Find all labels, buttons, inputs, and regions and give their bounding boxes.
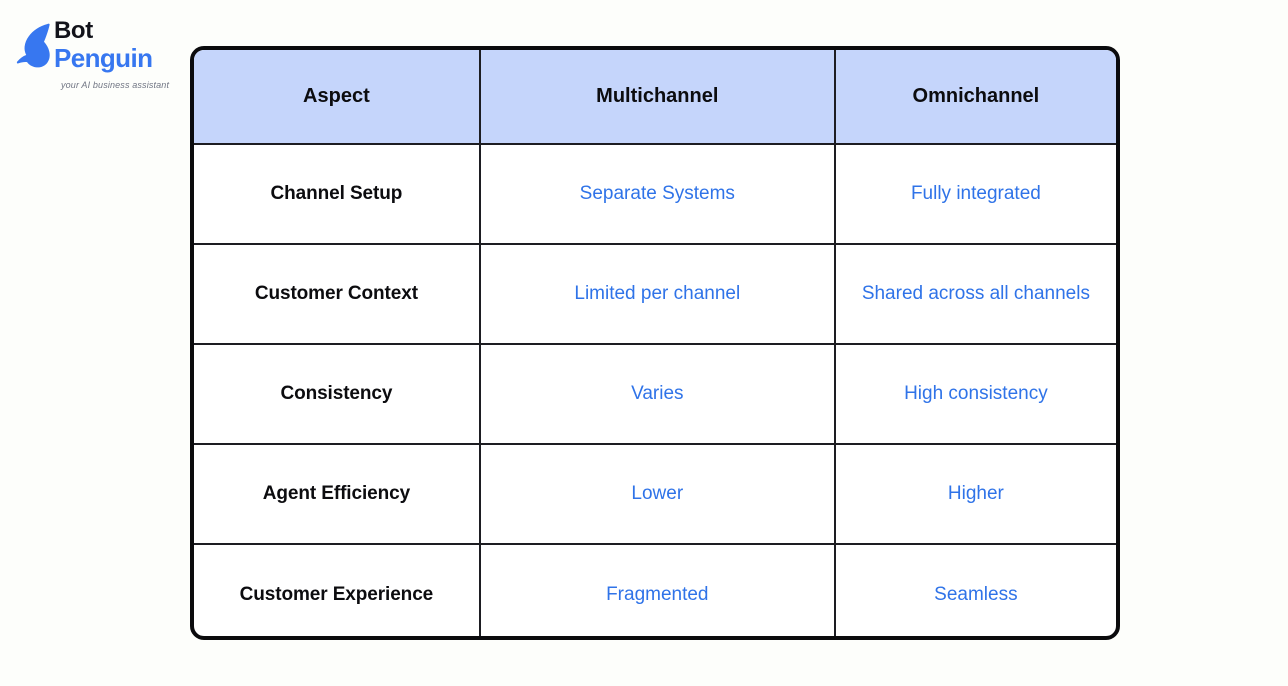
cell-aspect: Agent Efficiency <box>194 444 481 544</box>
column-header-multichannel: Multichannel <box>479 50 836 144</box>
comparison-table-container: Aspect Multichannel Omnichannel Channel … <box>190 46 1120 640</box>
column-header-omnichannel: Omnichannel <box>834 50 1116 144</box>
table-body: Channel Setup Separate Systems Fully int… <box>194 144 1116 636</box>
cell-aspect: Customer Context <box>194 244 481 344</box>
cell-multichannel: Limited per channel <box>479 244 836 344</box>
cell-multichannel: Fragmented <box>479 544 836 636</box>
brand-wordmark: Bot Penguin <box>54 17 153 73</box>
cell-omnichannel: Seamless <box>934 583 1018 605</box>
brand-logo: Bot Penguin your AI business assistant <box>14 17 174 90</box>
cell-aspect: Consistency <box>194 344 481 444</box>
column-header-aspect: Aspect <box>194 50 481 144</box>
brand-tagline: your AI business assistant <box>61 80 170 90</box>
cell-omnichannel: Shared across all channels <box>861 283 1090 305</box>
cell-omnichannel: Fully integrated <box>910 183 1041 205</box>
table-row: Customer Experience Fragmented Seamless <box>194 544 1116 636</box>
comparison-table: Aspect Multichannel Omnichannel Channel … <box>194 50 1116 636</box>
cell-aspect: Channel Setup <box>194 144 481 244</box>
cell-multichannel: Varies <box>479 344 836 444</box>
brand-name-line2: Penguin <box>54 43 153 73</box>
table-header-row: Aspect Multichannel Omnichannel <box>194 50 1116 144</box>
table-row: Agent Efficiency Lower Higher <box>194 444 1116 544</box>
penguin-logo-icon <box>14 22 58 70</box>
cell-omnichannel: Higher <box>947 483 1004 505</box>
cell-aspect: Customer Experience <box>194 544 481 636</box>
cell-multichannel: Separate Systems <box>479 144 836 244</box>
brand-name-line1: Bot <box>54 17 93 44</box>
table-row: Consistency Varies High consistency <box>194 344 1116 444</box>
table-row: Channel Setup Separate Systems Fully int… <box>194 144 1116 244</box>
cell-multichannel: Lower <box>479 444 836 544</box>
cell-omnichannel: High consistency <box>904 383 1048 405</box>
table-row: Customer Context Limited per channel Sha… <box>194 244 1116 344</box>
table-header: Aspect Multichannel Omnichannel <box>194 50 1116 144</box>
